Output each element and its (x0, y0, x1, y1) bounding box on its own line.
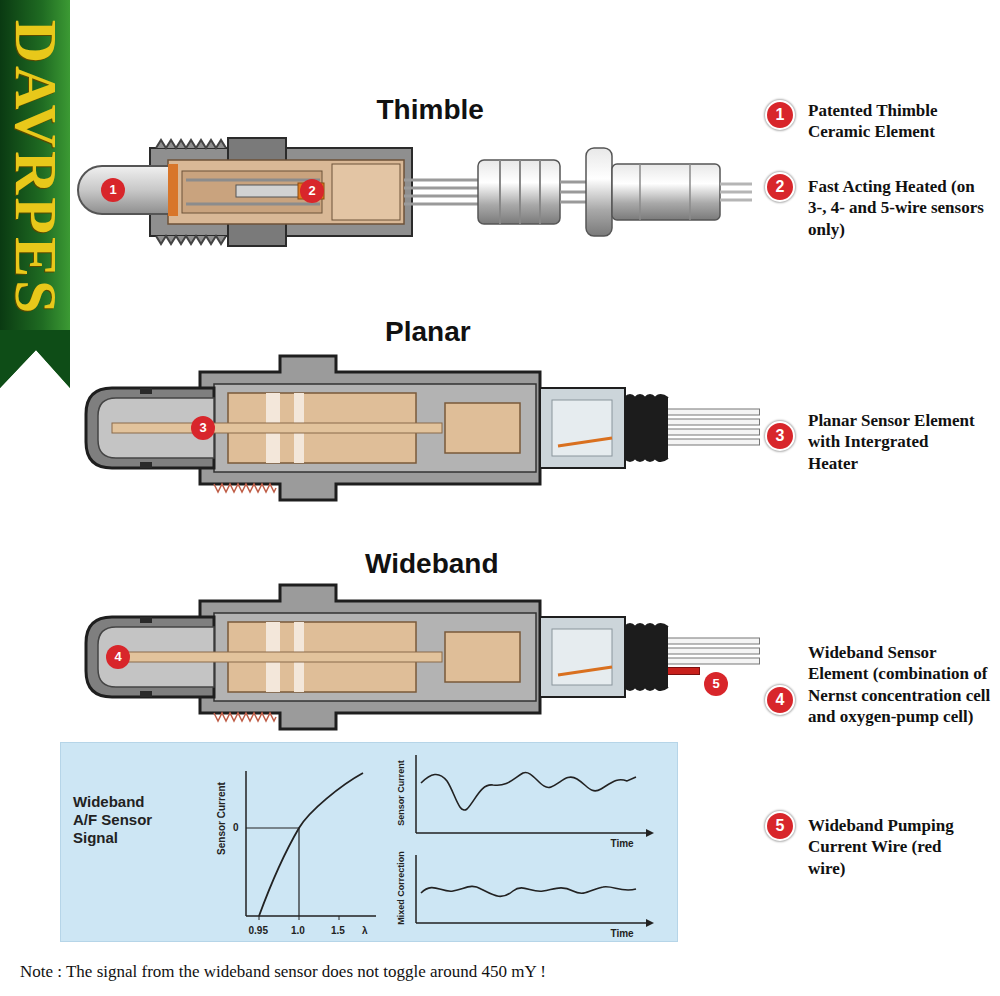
mixed-correction-chart (416, 855, 654, 927)
part-description: Patented Thimble Ceramic Element (808, 100, 994, 143)
thimble-sensor-part (560, 182, 586, 202)
signal-charts (61, 743, 679, 943)
mixed-correction-chart-part (416, 855, 646, 923)
lambda-chart-part (259, 773, 363, 916)
wideband-sensor-part (668, 668, 699, 674)
axis-label: Sensor Current (397, 760, 407, 826)
thimble-sensor-part (168, 160, 404, 224)
callout-number: 1 (101, 178, 125, 202)
thimble-sensor-part (640, 164, 690, 220)
wideband-sensor-part (668, 641, 760, 661)
watermark-banner (0, 0, 70, 388)
thimble-sensor-part (500, 160, 540, 224)
watermark-banner-part (0, 0, 70, 388)
thimble-sensor-part (332, 164, 400, 220)
thimble-sensor-part (156, 236, 226, 244)
axis-tick: 0.95 (249, 925, 268, 936)
thimble-sensor (78, 138, 752, 246)
callout-number: 3 (765, 421, 795, 451)
thimble-sensor-part (720, 184, 752, 200)
callout-number: 4 (765, 685, 795, 715)
axis-tick: 0 (233, 822, 239, 833)
part-description: Wideband Pumping Current Wire (red wire) (808, 815, 978, 879)
planar-sensor (86, 356, 760, 500)
wideband-sensor-part (86, 585, 668, 729)
sensor-current-chart-part (416, 755, 646, 833)
axis-label: Sensor Current (215, 782, 226, 855)
lambda-chart-part (259, 916, 339, 920)
thimble-sensor-part (612, 164, 720, 220)
mixed-correction-chart-part (646, 919, 654, 927)
axis-label: Time (611, 928, 634, 939)
section-heading: Planar (385, 317, 471, 348)
wideband-sensor-part (668, 641, 759, 661)
thimble-sensor-part (478, 160, 560, 224)
part-description: Wideband Sensor Element (combination of … (808, 642, 994, 727)
note: Note : The signal from the wideband sens… (20, 962, 546, 982)
axis-tick: 1.0 (291, 925, 305, 936)
wideband-sensor-part (668, 667, 700, 675)
callout-number: 3 (191, 416, 215, 440)
callout-number: 2 (765, 172, 795, 202)
axis-tick: λ (362, 925, 368, 936)
thimble-sensor-part (78, 166, 172, 214)
section-heading: Wideband (365, 549, 499, 580)
part-description: Planar Sensor Element with Intergrated H… (808, 410, 978, 474)
sensor-current-chart (416, 755, 654, 837)
lambda-chart-part (246, 771, 376, 916)
thimble-sensor-part (150, 148, 412, 236)
part-description: Fast Acting Heated (on 3-, 4- and 5-wire… (808, 176, 994, 240)
panel-title: Wideband A/F Sensor Signal (73, 793, 165, 847)
planar-sensor-part (86, 356, 668, 500)
signal-panel: Wideband A/F Sensor Signal (60, 742, 678, 942)
axis-label: Mixed Correction (397, 851, 407, 925)
callout-number: 4 (106, 645, 130, 669)
wideband-sensor (86, 585, 760, 729)
thimble-sensor-part (404, 180, 480, 204)
callout-number: 5 (704, 672, 728, 696)
mixed-correction-chart-part (421, 886, 636, 896)
lambda-chart (246, 771, 376, 920)
axis-tick: 1.5 (331, 925, 345, 936)
watermark-banner-part (0, 330, 70, 388)
thimble-sensor-part (168, 164, 178, 216)
planar-sensor-part (668, 412, 760, 442)
sensor-current-chart-part (646, 829, 654, 837)
watermark: DAVRPES (6, 20, 66, 317)
axis-label: Time (611, 838, 634, 849)
section-heading: Thimble (377, 95, 484, 126)
planar-sensor-part (668, 412, 759, 442)
callout-number: 2 (300, 179, 324, 203)
sensor-current-chart-part (421, 773, 636, 811)
thimble-sensor-part (586, 148, 612, 236)
thimble-sensor-part (156, 140, 226, 148)
thimble-sensor-part (236, 185, 302, 197)
callout-number: 1 (765, 100, 795, 130)
callout-number: 5 (765, 811, 795, 841)
